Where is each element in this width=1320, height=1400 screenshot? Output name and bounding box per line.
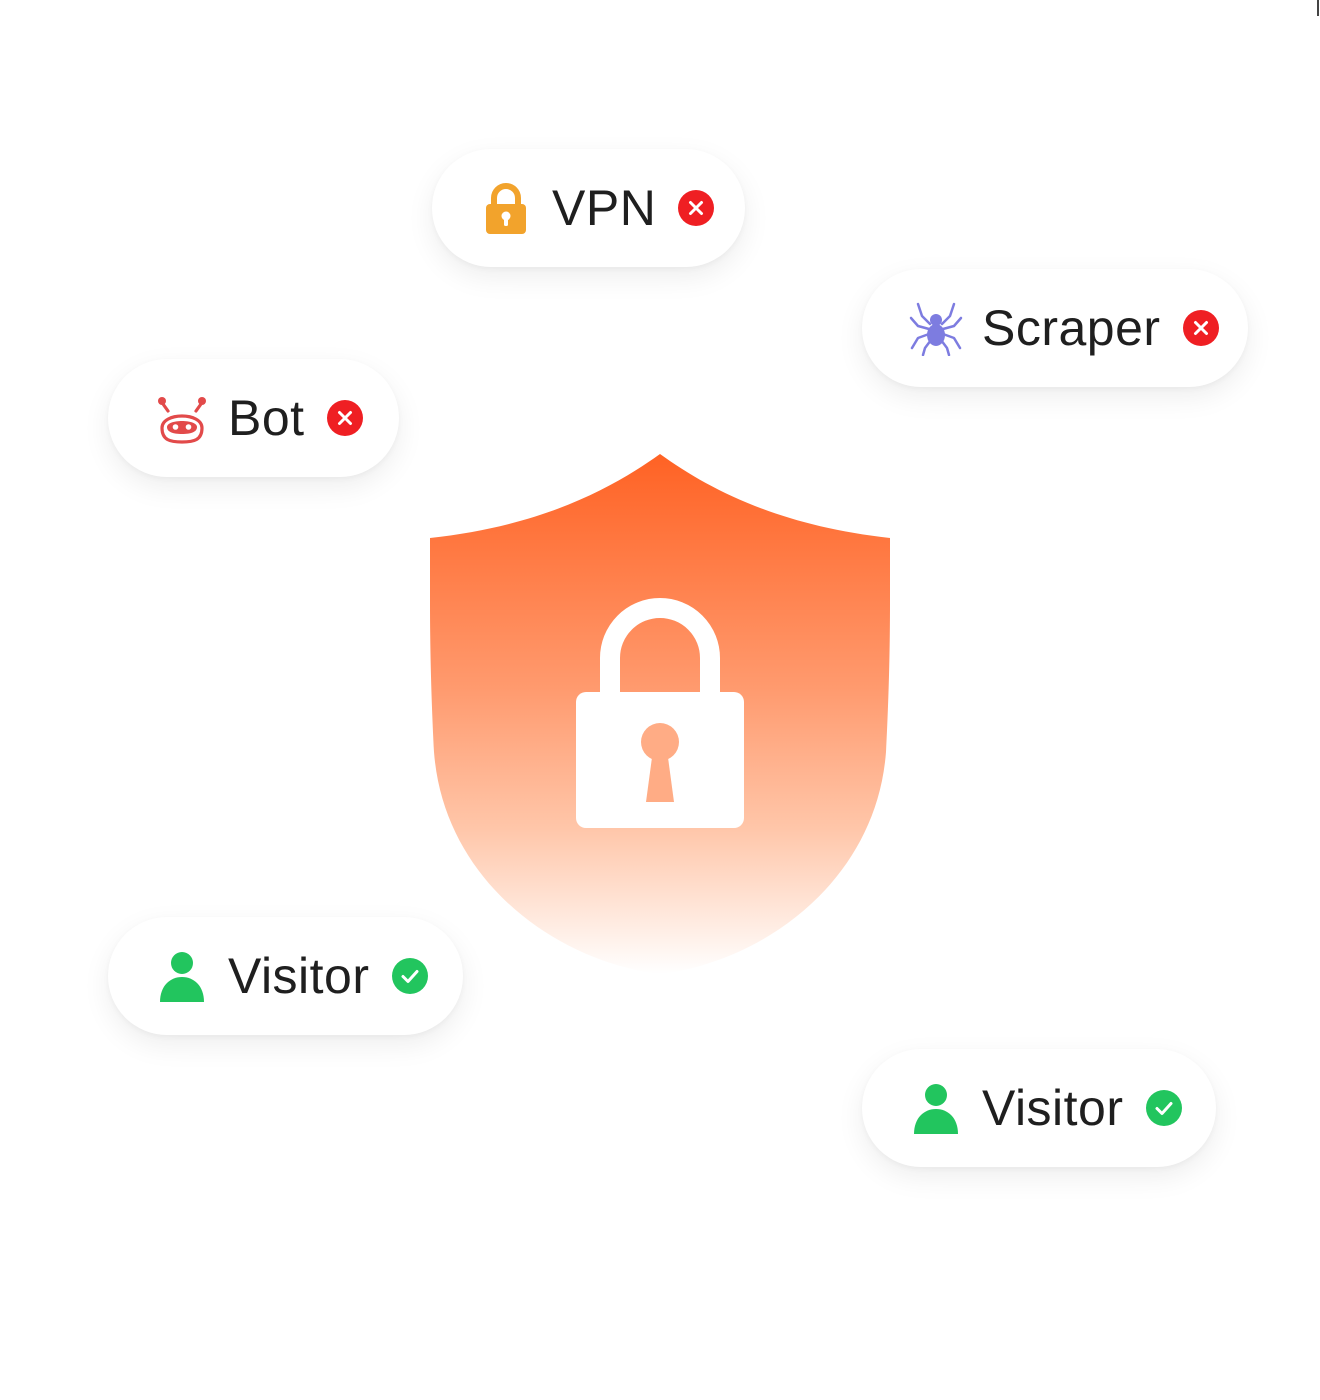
spider-icon — [908, 300, 964, 356]
visitor-label: Visitor — [982, 1080, 1124, 1136]
vpn-label: VPN — [552, 180, 657, 236]
blocked-icon — [678, 190, 715, 226]
lock-icon — [576, 598, 744, 828]
bot-card: Bot — [108, 359, 399, 477]
visitor-label: Visitor — [228, 948, 370, 1004]
allowed-icon — [1145, 1090, 1182, 1126]
blocked-icon — [1182, 310, 1219, 346]
blocked-icon — [326, 400, 363, 436]
bot-label: Bot — [228, 390, 305, 446]
visitor-card: Visitor — [108, 917, 463, 1035]
allowed-icon — [391, 958, 428, 994]
user-icon — [908, 1080, 964, 1136]
padlock-icon — [478, 180, 534, 236]
robot-icon — [154, 390, 210, 446]
edge-marker — [1317, 0, 1319, 16]
vpn-card: VPN — [432, 149, 745, 267]
shield-lock-icon — [430, 454, 890, 974]
scraper-label: Scraper — [982, 300, 1161, 356]
user-icon — [154, 948, 210, 1004]
scraper-card: Scraper — [862, 269, 1248, 387]
visitor-card: Visitor — [862, 1049, 1216, 1167]
